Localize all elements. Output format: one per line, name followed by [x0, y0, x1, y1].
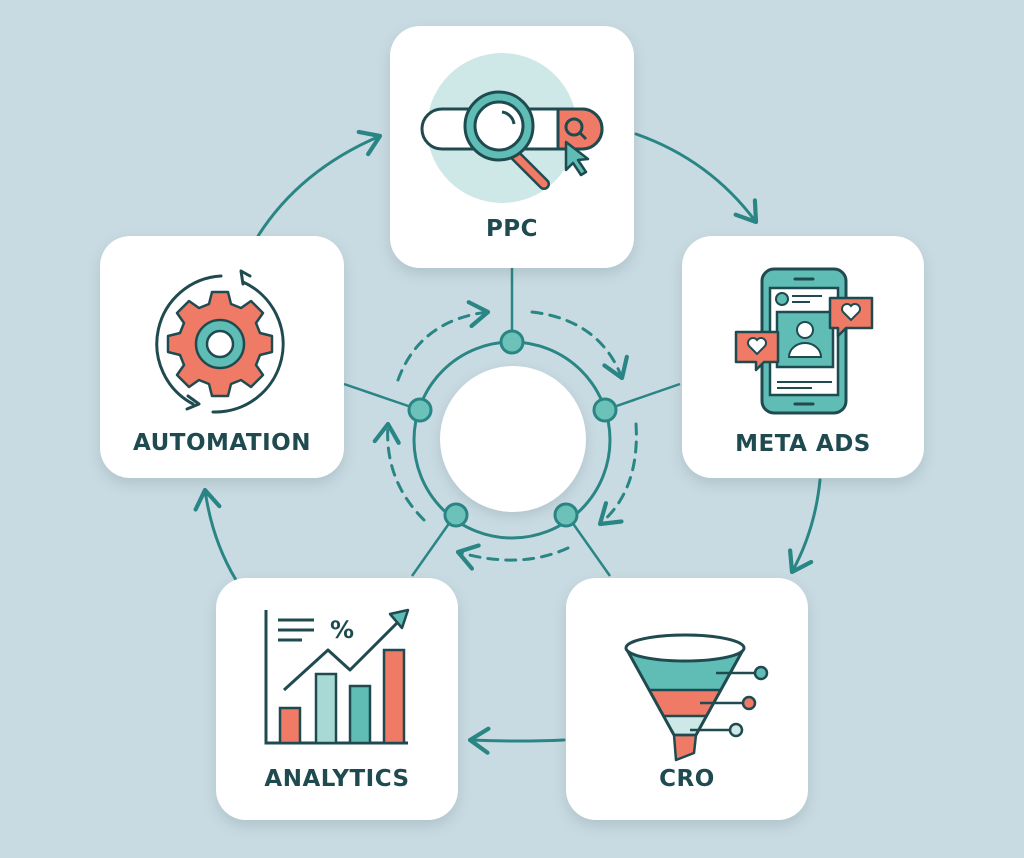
center-hub: [440, 366, 586, 512]
arrow-cro-to-analytics: [467, 726, 566, 755]
smartphone-social-likes-icon: [734, 267, 874, 415]
node-label-ppc: PPC: [485, 216, 539, 242]
svg-text:%: %: [330, 616, 354, 644]
node-card-analytics[interactable]: % ANALYTICS: [216, 578, 458, 820]
arrow-analytics-to-automation: [193, 487, 238, 582]
hub-flow-arrows: [372, 300, 638, 571]
search-bar-magnifier-icon: [420, 53, 604, 203]
arrow-meta-to-cro: [788, 478, 822, 575]
node-card-automation[interactable]: AUTOMATION: [100, 236, 344, 478]
node-label-analytics: ANALYTICS: [264, 766, 410, 792]
node-label-cro: CRO: [659, 766, 715, 792]
node-card-meta-ads[interactable]: META ADS: [682, 236, 924, 478]
node-label-automation: AUTOMATION: [133, 430, 311, 456]
hub-spokes: [343, 268, 681, 577]
arrow-automation-to-ppc: [256, 129, 383, 238]
arrow-ppc-to-meta: [634, 132, 759, 225]
node-label-meta-ads: META ADS: [735, 431, 871, 457]
gear-cycle-icon: [155, 269, 285, 414]
conversion-funnel-icon: [624, 633, 769, 762]
hub-ring-nodes: [407, 329, 618, 528]
node-card-ppc[interactable]: PPC: [390, 26, 634, 268]
bar-chart-trend-icon: %: [264, 608, 410, 745]
node-card-cro[interactable]: CRO: [566, 578, 808, 820]
